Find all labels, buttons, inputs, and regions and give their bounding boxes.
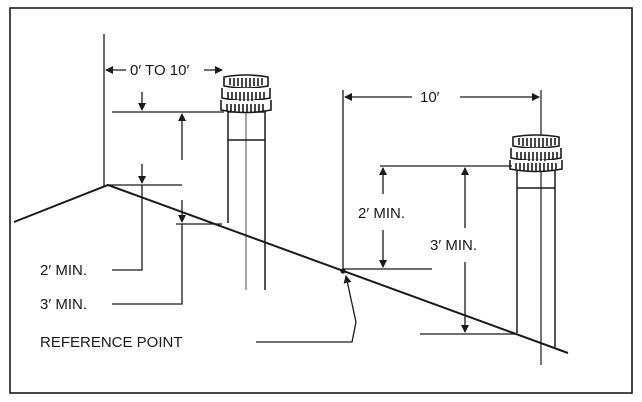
range-label: 0′ TO 10′	[130, 62, 189, 79]
left-two-min-leader	[112, 185, 143, 271]
right-two-min-label: 2′ MIN.	[358, 205, 405, 222]
right-vent	[509, 90, 563, 365]
left-two-min-label: 2′ MIN.	[40, 262, 87, 279]
ten-label: 10′	[420, 89, 440, 106]
left-vent	[220, 74, 272, 290]
left-three-min-leader	[112, 224, 183, 305]
reference-point-leader	[256, 275, 357, 343]
roof-line	[13, 183, 569, 354]
right-three-min-label: 3′ MIN.	[430, 237, 477, 254]
diagram-border	[9, 7, 633, 394]
reference-point-label: REFERENCE POINT	[40, 334, 183, 351]
left-three-min-label: 3′ MIN.	[40, 296, 87, 313]
